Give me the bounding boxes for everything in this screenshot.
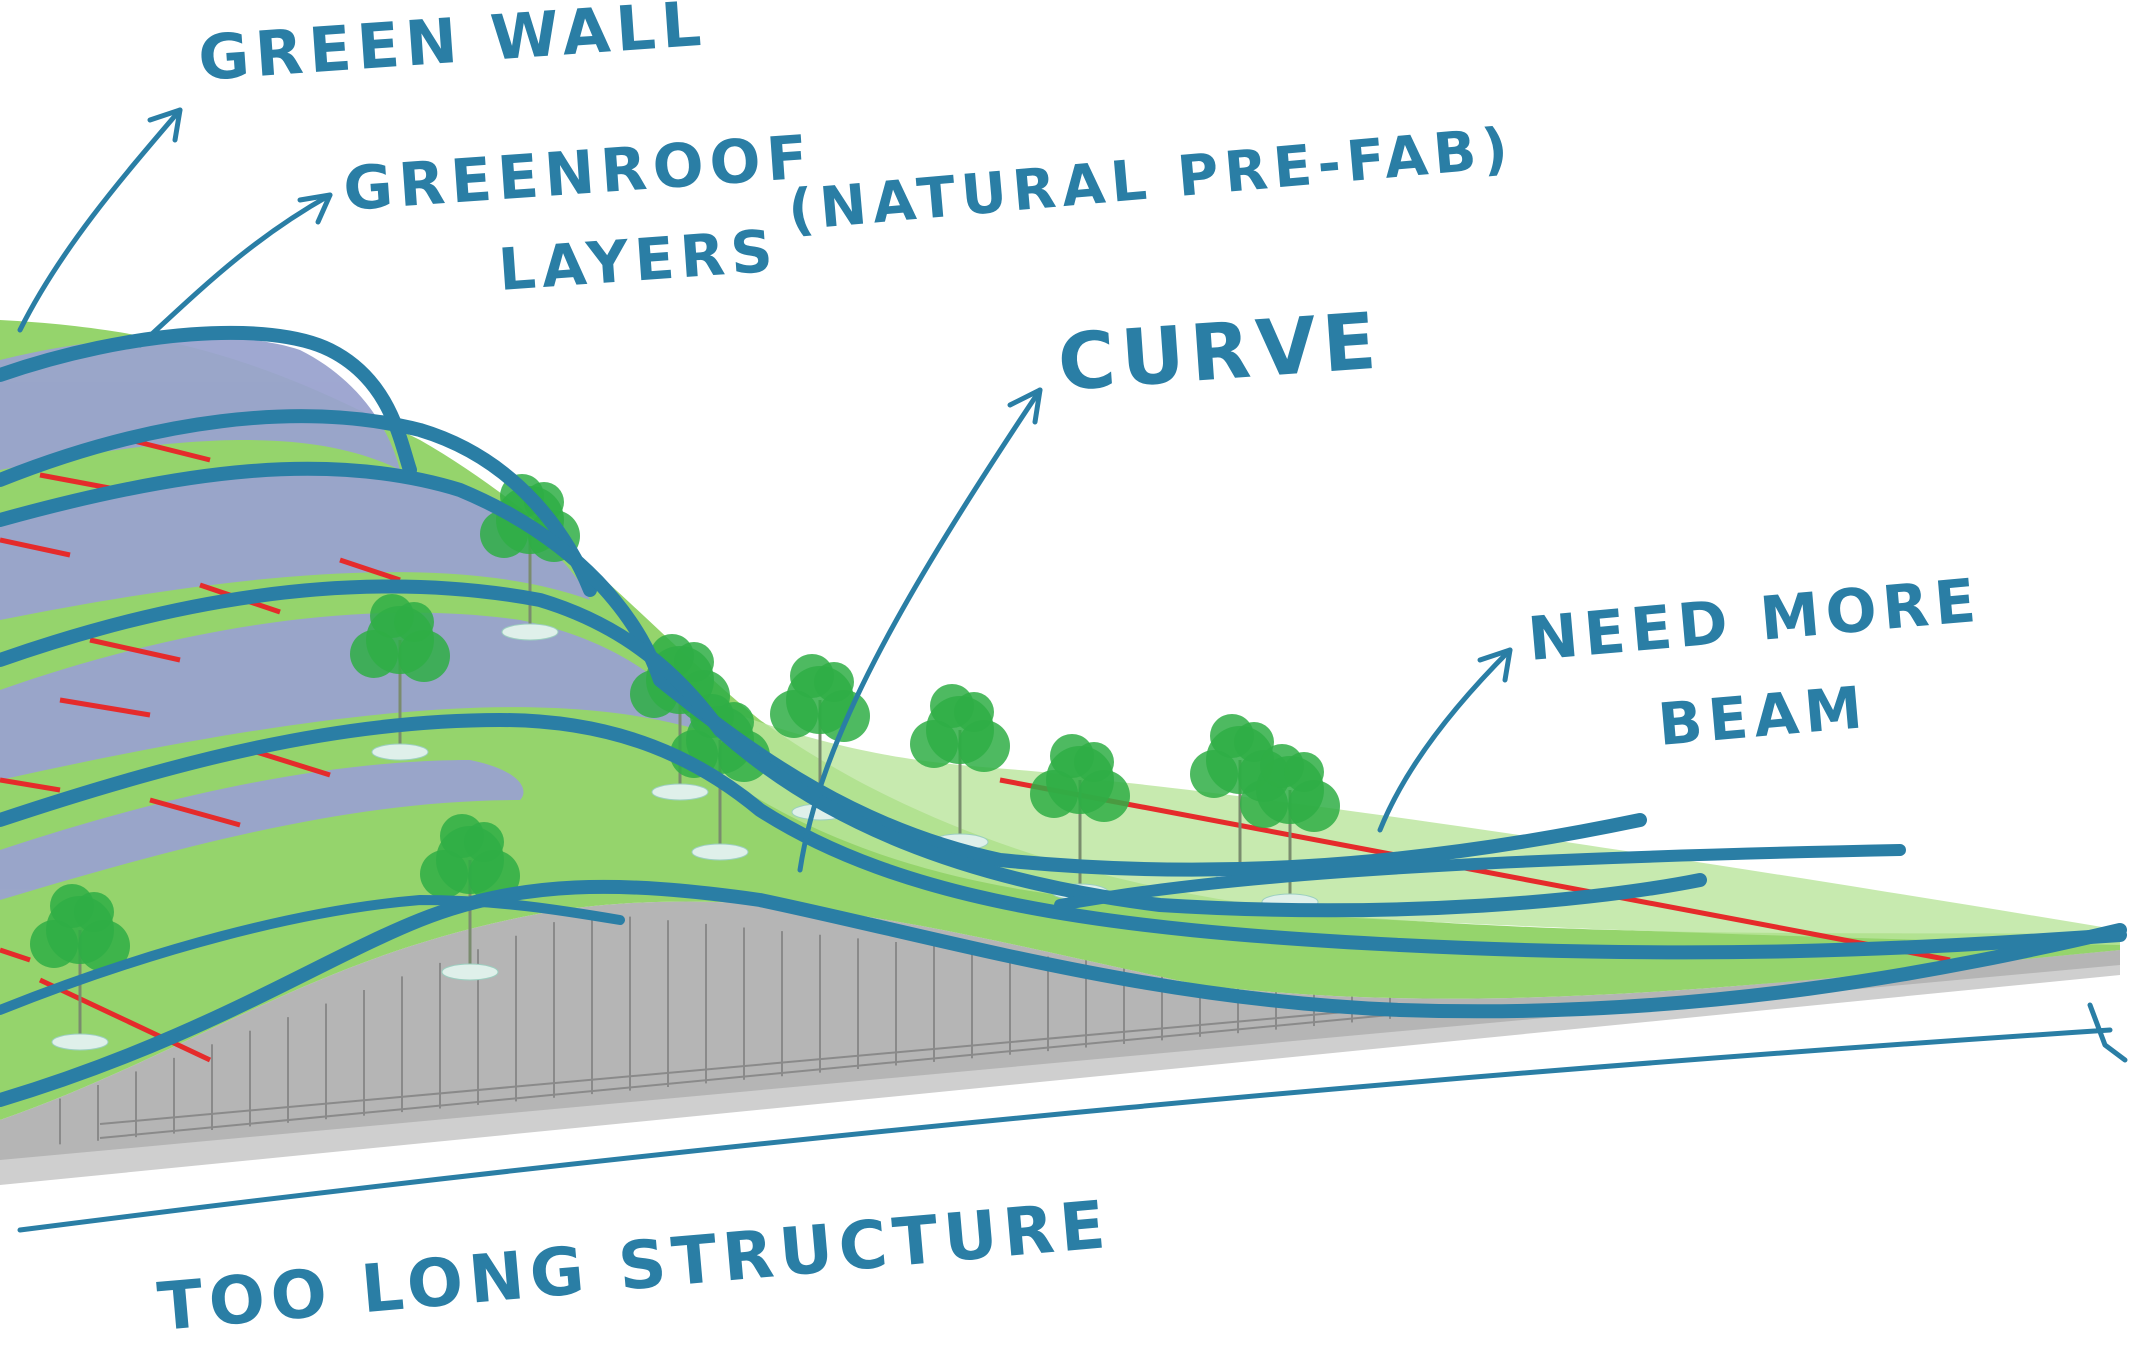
curve-arrow (797, 387, 1043, 873)
need-more-label-line2: BEAM (1655, 673, 1871, 759)
green-wall-arrow (17, 107, 183, 333)
green-roof-arrowhead (297, 192, 333, 225)
tree (350, 594, 450, 761)
tree (30, 884, 130, 1051)
annotation-arrows (17, 107, 2128, 1233)
green-roof-arrow (137, 192, 333, 348)
beam-lines (0, 437, 1951, 1063)
too-long-dimension-line (17, 1027, 2113, 1233)
green-wall-arrowhead (147, 107, 183, 143)
need-more-label: NEED MORE (1525, 566, 1984, 675)
need-more-arrowhead (1477, 647, 1513, 683)
facade-transom (99, 1013, 1401, 1139)
tree (910, 684, 1010, 851)
tree (420, 814, 520, 981)
too-long-structure-label: TOO LONG STRUCTURE (155, 1186, 1114, 1346)
green-wall-label: GREEN WALL (196, 0, 709, 95)
structure-facade (0, 901, 2120, 1160)
green-roof-label: GREENROOF (341, 122, 816, 225)
curve-arrowhead (1007, 387, 1043, 425)
curve-label: CURVE (1055, 297, 1385, 409)
natural-prefab-label: (NATURAL PRE-FAB) (786, 116, 1517, 244)
green-roof-label-line2: LAYERS (496, 217, 780, 304)
facade-transom (99, 1006, 1401, 1125)
sketch-strokes (0, 325, 2127, 1107)
tree (1240, 744, 1340, 911)
dimension-end-tick (2087, 1002, 2128, 1063)
need-more-arrow (1377, 647, 1513, 833)
roof-layers (0, 336, 700, 900)
